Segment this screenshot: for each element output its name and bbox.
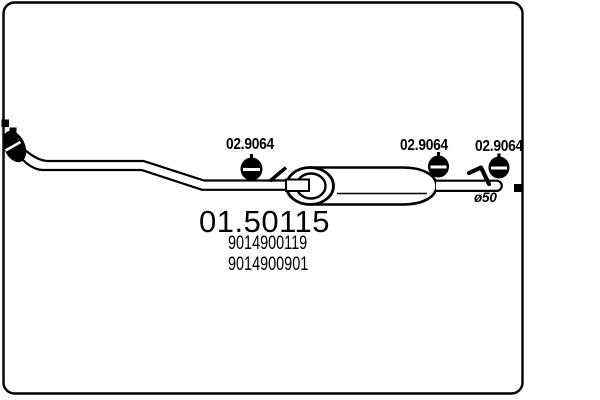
inlet-weld-mark — [268, 166, 288, 183]
front-pipe-bottom-line — [19, 156, 288, 191]
oe-number-1: 9014900119 — [228, 232, 308, 254]
pipe-diameter-label: ø50 — [474, 190, 497, 205]
clamp-icon-3 — [488, 153, 510, 179]
product-code-label: 01.50115 — [199, 204, 330, 239]
front-pipe-top-line — [23, 148, 291, 182]
oe-number-2: 9014900901 — [228, 253, 309, 275]
pipe-continuation-marker-left — [1, 119, 9, 127]
tail-pipe — [436, 179, 503, 192]
clamp-3-part-code: 02.9064 — [475, 138, 523, 155]
pipe-hanger — [466, 165, 492, 187]
clamp-1-part-code: 02.9064 — [226, 136, 274, 153]
drawing-border — [2, 1, 524, 395]
flange-highlight — [4, 140, 22, 152]
clamp-icon-2 — [428, 152, 449, 178]
muffler — [285, 166, 438, 206]
front-pipe — [19, 148, 291, 191]
inlet-pipe-end — [285, 178, 310, 192]
flange-lug — [9, 127, 17, 135]
inlet-flange — [2, 127, 27, 163]
clamp-2-part-code: 02.9064 — [400, 137, 448, 154]
pipe-continuation-marker-right — [514, 184, 522, 192]
clamp-icon-1 — [240, 154, 263, 181]
